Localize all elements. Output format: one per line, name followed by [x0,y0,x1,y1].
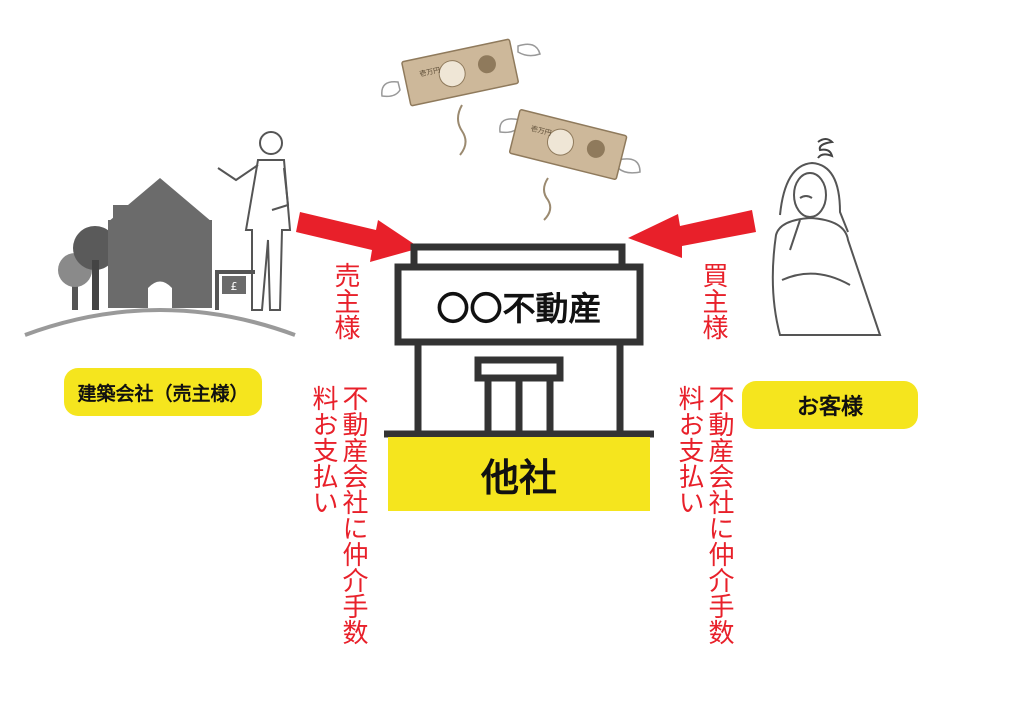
store-sign: 〇〇不動産 [401,282,637,330]
buyer-woman-icon [773,163,880,335]
confused-icon [818,139,832,158]
buyer-arrow-icon [628,210,756,258]
motion-trail [458,105,466,155]
banknote-icon: 壱万円 [500,109,640,179]
store-building [384,247,654,434]
hill [25,310,295,335]
motion-trail [544,178,550,220]
seller-payment-caption: 不動産会社に仲介手数料お支払い [306,385,368,655]
buyer-arrow-caption: 買主様 [698,262,728,358]
svg-text:£: £ [231,280,238,293]
seller-label: 建築会社（売主様） [64,368,262,416]
seller-arrow-caption: 売主様 [330,262,360,358]
buyer-payment-caption: 不動産会社に仲介手数料お支払い [672,385,734,655]
banknote-icon: 壱万円 [382,39,540,106]
buyer-label: お客様 [742,381,918,429]
sale-sign-icon: £ [215,270,255,310]
store-label: 他社 [388,437,650,511]
seller-arrow-icon [296,212,420,262]
house-icon [108,178,212,308]
